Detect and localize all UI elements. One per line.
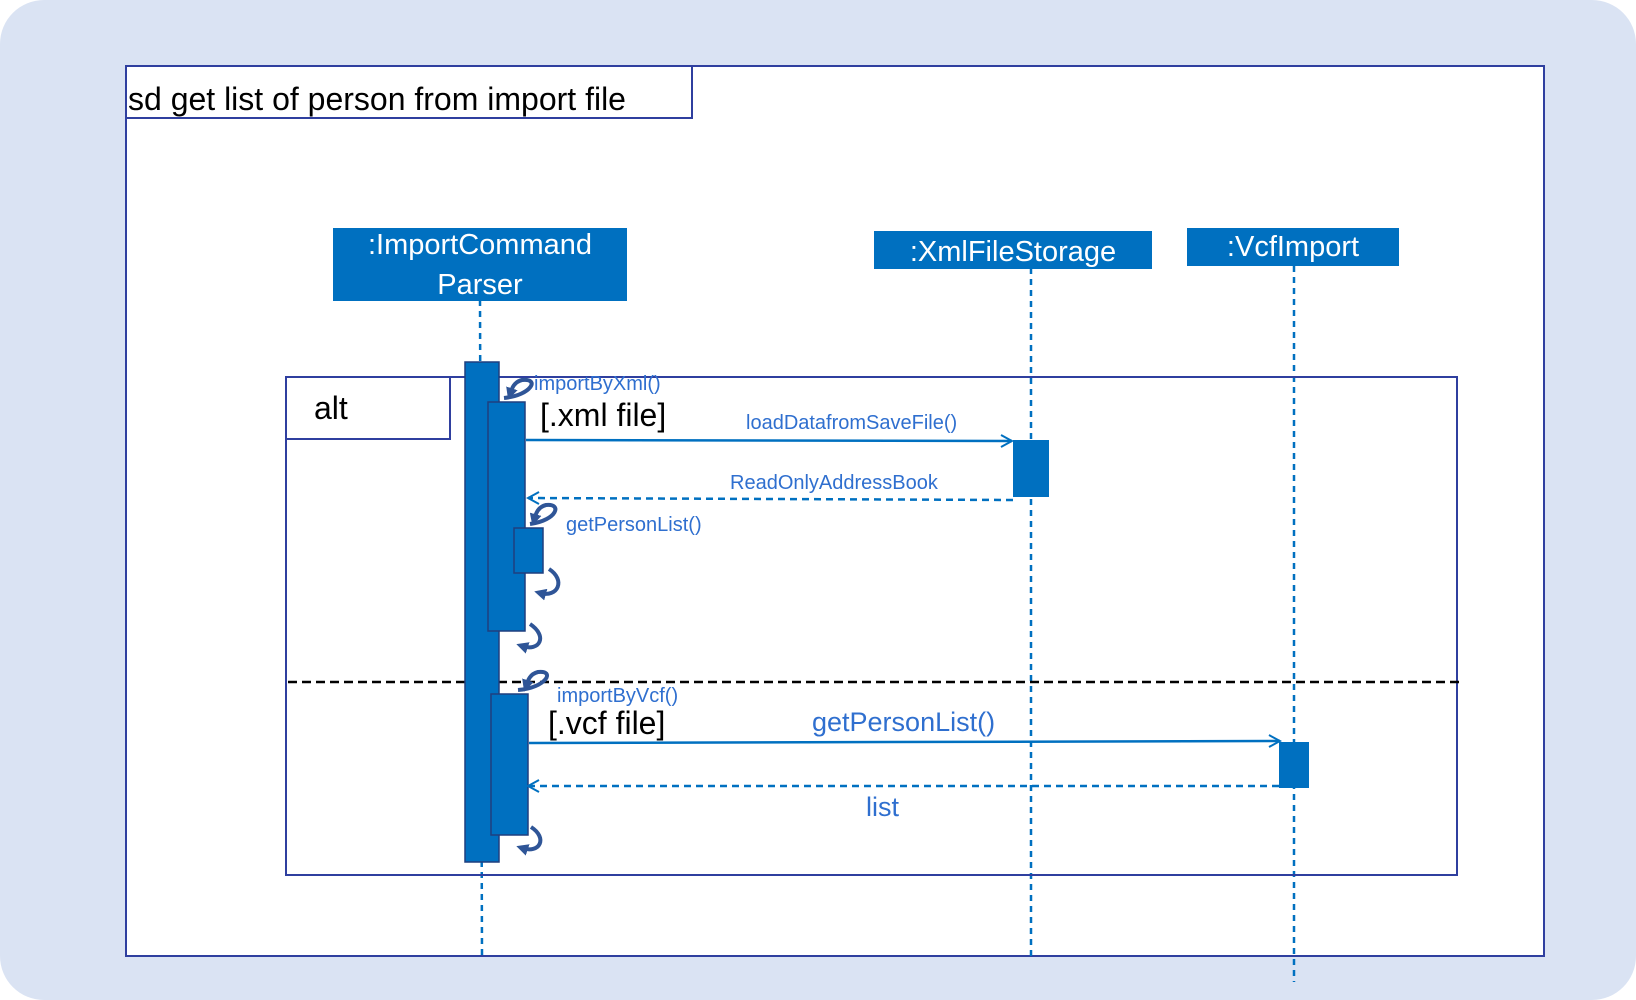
guard-vcf-file: [.vcf file] (548, 705, 665, 741)
alt-fragment-operator: alt (314, 390, 348, 426)
lifeline-label-parser-line1: :ImportCommand (368, 229, 592, 261)
self-call-curl-getpersonlist (529, 502, 558, 526)
activation-parser-vcf (490, 693, 529, 836)
return-curl-importbyxml (516, 622, 543, 654)
return-curl-getpersonlist (534, 567, 561, 601)
self-call-curl-importbyvcf (517, 669, 550, 692)
return-curl-importbyvcf (516, 825, 543, 856)
message-label-get-person-list-vcf: getPersonList() (812, 707, 995, 737)
lifeline-head-parser (333, 228, 627, 301)
return-label-list: list (866, 792, 899, 822)
message-label-get-person-list-self: getPersonList() (566, 514, 702, 536)
lifeline-head-vcf (1187, 228, 1399, 266)
lifeline-label-parser-line2: Parser (437, 269, 523, 301)
lifeline-label-xml: :XmlFileStorage (910, 236, 1116, 268)
message-label-load-data: loadDatafromSaveFile() (746, 412, 957, 434)
lifeline-head-xml (874, 231, 1152, 269)
activation-parser-xml (487, 401, 526, 632)
message-label-import-by-xml: importByXml() (534, 373, 661, 395)
message-arrow-load-data (525, 440, 1012, 441)
lifeline-label-vcf: :VcfImport (1227, 231, 1359, 263)
sd-frame (125, 65, 1545, 957)
message-arrow-get-person-list-vcf (528, 741, 1280, 743)
return-arrow-read-only-address-book (528, 498, 1014, 500)
return-label-read-only-address-book: ReadOnlyAddressBook (730, 472, 939, 494)
guard-xml-file: [.xml file] (540, 397, 666, 433)
self-call-curl-importbyxml (503, 377, 534, 400)
alt-fragment-label-box (285, 376, 451, 440)
sd-frame-title: sd get list of person from import file (128, 81, 626, 117)
activation-vcf (1279, 742, 1309, 788)
activation-parser-getpersonlist (513, 527, 544, 574)
activation-xml (1013, 440, 1049, 497)
alt-fragment (285, 376, 1458, 876)
message-label-import-by-vcf: importByVcf() (557, 685, 678, 707)
sd-frame-title-box (125, 65, 693, 119)
